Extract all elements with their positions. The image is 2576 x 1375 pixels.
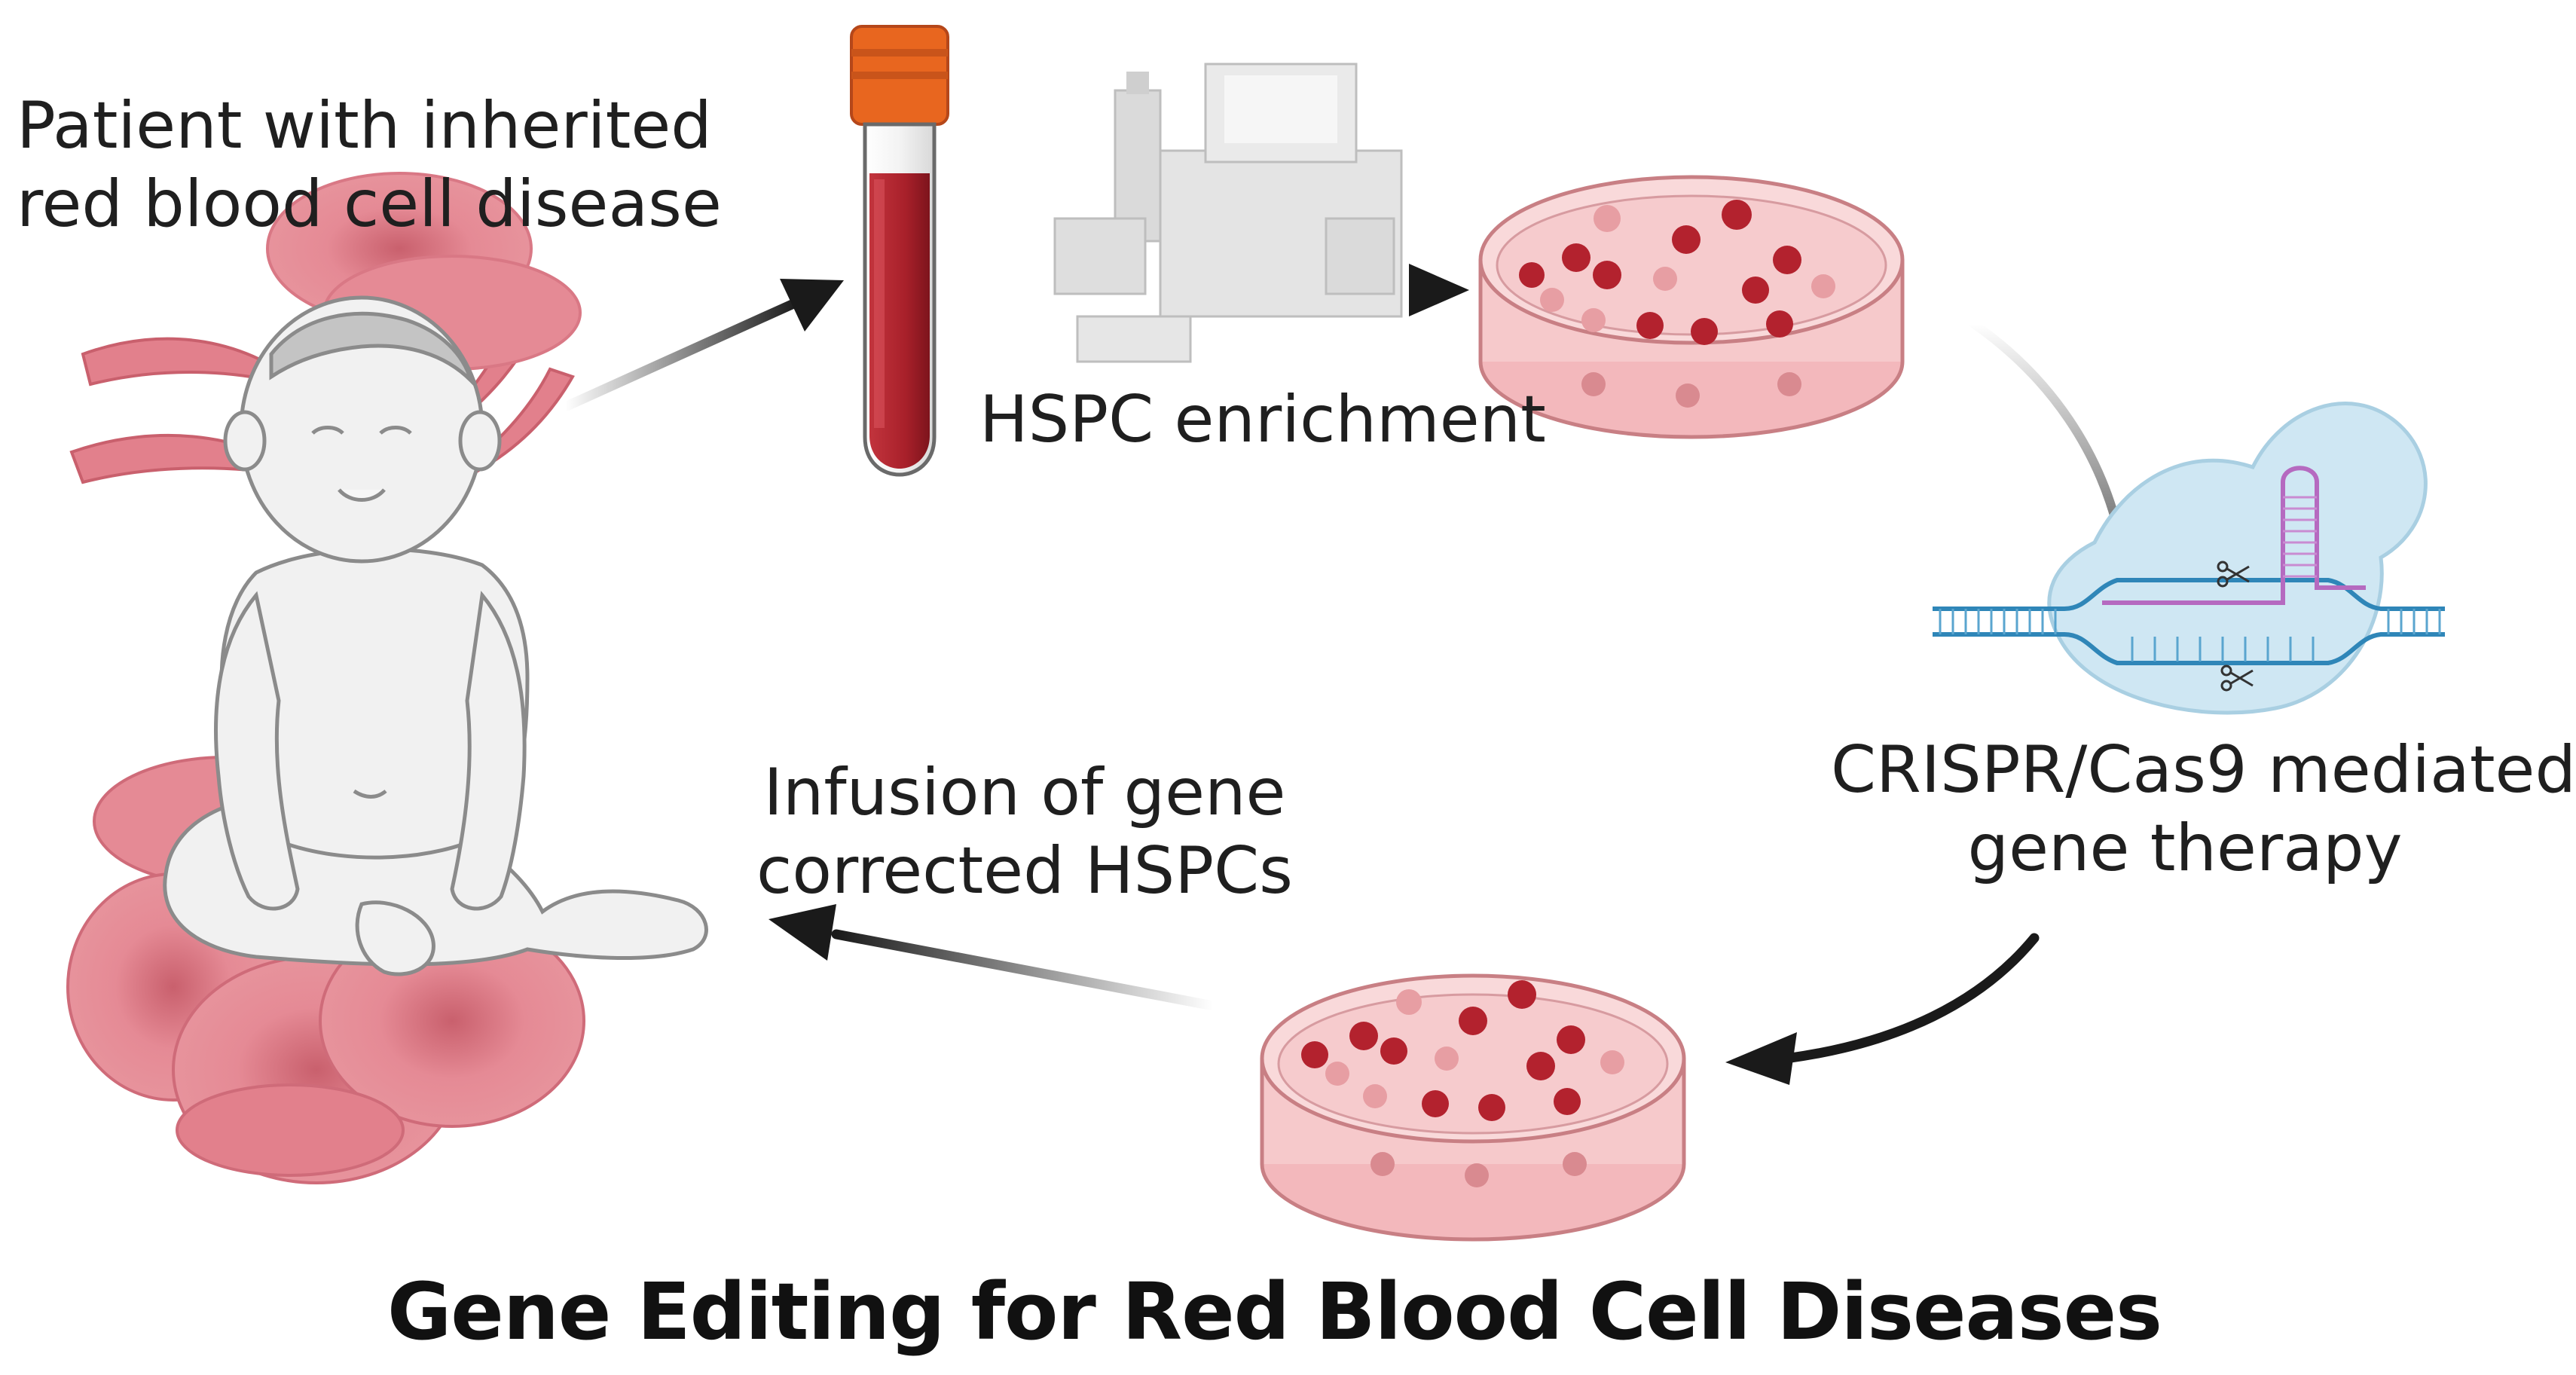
scissors-icon	[2217, 561, 2250, 588]
cas9-protein	[2047, 402, 2428, 715]
enrichment-label-text: HSPC enrichment	[979, 382, 1546, 457]
cas9-dna-complex	[1933, 402, 2445, 715]
baby-ear	[458, 410, 502, 472]
baby-arm-left	[214, 591, 300, 911]
crispr-label-line2: gene therapy	[1967, 811, 2403, 886]
crispr-label-line1: CRISPR/Cas9 mediated	[1831, 732, 2576, 808]
process-arrow	[560, 279, 844, 412]
baby-figure	[163, 295, 708, 976]
baby-eye	[379, 426, 412, 435]
cells	[1519, 200, 1835, 408]
baby-hair	[269, 311, 475, 387]
guide-rna	[2102, 466, 2366, 605]
baby-foot	[355, 900, 435, 976]
baby-mouth	[338, 488, 386, 502]
patient-label-line2: red blood cell disease	[17, 167, 722, 242]
patient-label: Patient with inherited red blood cell di…	[17, 87, 722, 243]
crispr-label: CRISPR/Cas9 mediated gene therapy	[1831, 731, 2576, 888]
infusion-label-line1: Infusion of gene	[763, 755, 1286, 830]
petri-dish-top	[1478, 175, 1905, 439]
diagram-title: Gene Editing for Red Blood Cell Diseases	[387, 1266, 2162, 1358]
cell-sorter-machine	[1053, 63, 1403, 363]
blood-tube	[850, 25, 949, 477]
red-blood-cell	[176, 1083, 405, 1177]
enrichment-label: HSPC enrichment	[979, 380, 1546, 459]
process-arrow	[769, 904, 1218, 1011]
dna-rungs	[1939, 609, 2441, 634]
scissors-icon	[2220, 665, 2254, 692]
baby-ear	[223, 410, 267, 472]
process-arrow	[987, 264, 1469, 316]
baby-arm-right	[450, 591, 527, 911]
baby-eye	[311, 426, 344, 435]
infusion-label: Infusion of gene corrected HSPCs	[753, 753, 1296, 910]
patient-label-line1: Patient with inherited	[17, 88, 712, 163]
process-arrow	[1725, 933, 2040, 1085]
baby-belly-line	[353, 789, 387, 799]
dna-rungs-bottom	[2131, 637, 2315, 662]
process-arrow	[1969, 319, 2125, 547]
dna-strand	[1933, 578, 2445, 665]
cells	[1301, 980, 1624, 1187]
petri-dish-bottom	[1260, 973, 1686, 1242]
infusion-label-line2: corrected HSPCs	[756, 833, 1293, 909]
